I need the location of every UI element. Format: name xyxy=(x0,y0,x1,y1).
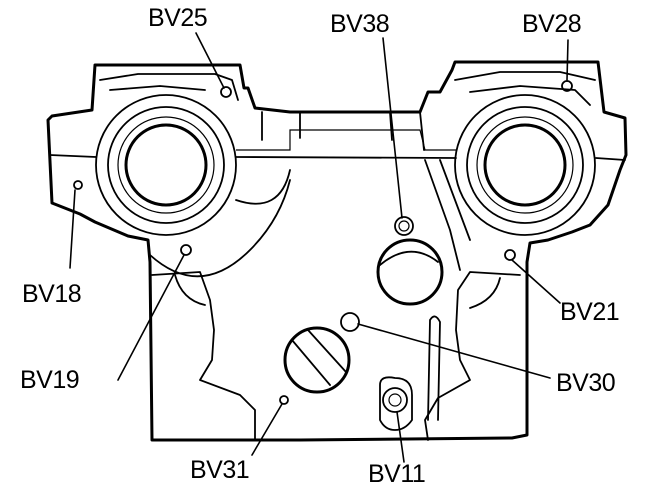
callout-bv21: BV21 xyxy=(560,298,620,326)
leader-bv30 xyxy=(357,323,551,379)
head-outline xyxy=(46,60,628,442)
leader-bv11 xyxy=(396,411,405,463)
leader-bv18 xyxy=(69,189,76,269)
leader-bv38 xyxy=(382,37,403,219)
hole-bv30 xyxy=(340,312,360,332)
hole-bv25 xyxy=(220,86,232,98)
callout-bv19: BV19 xyxy=(20,366,80,394)
hole-bv11-inner xyxy=(388,393,402,407)
left-journal-outer xyxy=(95,94,237,236)
left-journal-bore xyxy=(124,123,208,207)
leader-bv21 xyxy=(511,259,561,304)
parting-line-inner xyxy=(236,129,456,151)
leader-bv25 xyxy=(195,32,225,89)
lower-plug-hole-split xyxy=(291,329,347,386)
leader-bv19 xyxy=(117,254,185,381)
bv11-boss xyxy=(379,376,413,431)
callout-bv25: BV25 xyxy=(148,4,208,32)
upper-plug-hole-split xyxy=(379,250,439,266)
hole-bv31 xyxy=(279,395,289,405)
callout-bv11: BV11 xyxy=(368,460,426,488)
callout-bv18: BV18 xyxy=(22,280,82,308)
right-journal-inner-ring xyxy=(476,116,574,214)
hole-bv38-inner xyxy=(398,220,410,232)
top-left-boss xyxy=(99,73,239,101)
hole-bv11 xyxy=(382,387,408,413)
callout-bv31: BV31 xyxy=(190,456,250,484)
center-web xyxy=(261,111,425,151)
leader-bv31 xyxy=(251,403,283,456)
hole-bv28 xyxy=(561,80,573,92)
center-vertical-slot xyxy=(427,315,441,421)
diagonal-rib xyxy=(424,159,471,271)
right-journal-bore xyxy=(483,123,567,207)
hole-bv18 xyxy=(73,180,83,190)
top-right-boss xyxy=(454,71,596,106)
upper-plug-hole xyxy=(376,238,444,306)
right-journal-outer xyxy=(454,94,596,236)
hole-bv38 xyxy=(394,216,414,236)
hole-bv21 xyxy=(504,249,516,261)
hole-bv19 xyxy=(180,244,192,256)
lower-plug-hole xyxy=(283,326,351,394)
callout-bv28: BV28 xyxy=(522,10,582,38)
callout-bv30: BV30 xyxy=(556,369,616,397)
left-journal-inner-ring xyxy=(117,116,215,214)
right-lower-pocket xyxy=(424,271,521,441)
callout-bv38: BV38 xyxy=(330,10,390,38)
parting-line xyxy=(49,154,626,161)
left-lower-pocket xyxy=(151,271,256,441)
left-journal-ring xyxy=(107,106,225,224)
leader-bv28 xyxy=(566,39,569,81)
right-journal-ring xyxy=(466,106,584,224)
